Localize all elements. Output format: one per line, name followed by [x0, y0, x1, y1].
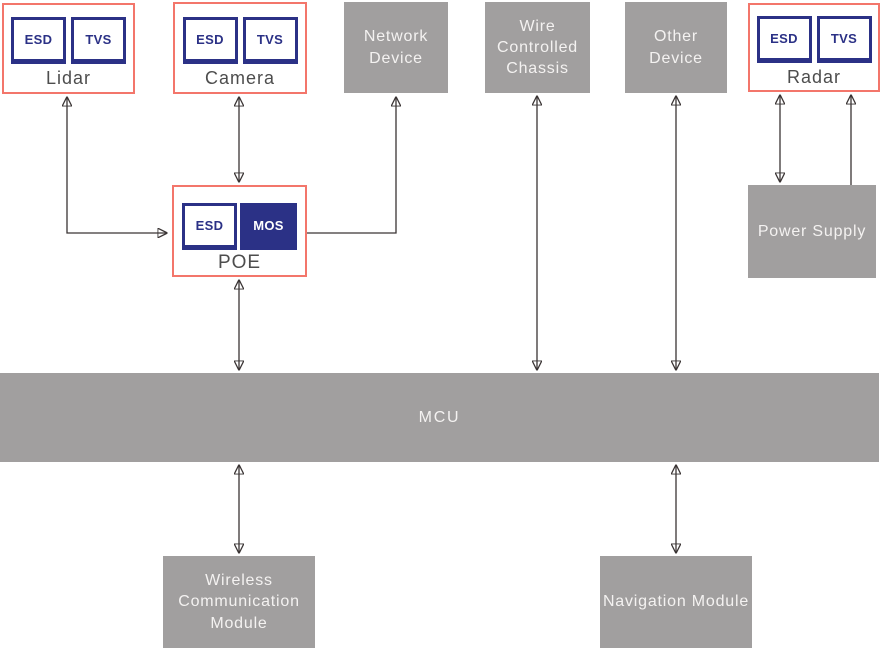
node-label: Lidar: [45, 68, 92, 88]
node-camera: ESD TVS Camera: [173, 2, 307, 94]
node-label: Radar: [786, 67, 842, 87]
tvs-chip: TVS: [242, 17, 298, 64]
node-label: Network Device: [363, 28, 429, 67]
node-label: MCU: [418, 408, 461, 426]
node-mcu: MCU: [0, 373, 879, 462]
node-label: Other Device: [649, 28, 703, 67]
esd-chip: ESD: [756, 16, 812, 63]
node-label: Wire Controlled Chassis: [497, 17, 578, 78]
node-label: Navigation Module: [602, 593, 750, 611]
node-label: Camera: [204, 68, 276, 88]
node-label: POE: [217, 252, 262, 273]
node-wireless-communication-module: Wireless Communication Module: [163, 556, 315, 648]
protection-chips: ESD TVS: [182, 17, 298, 64]
node-label: Wireless Communication Module: [178, 572, 300, 632]
node-wire-controlled-chassis: Wire Controlled Chassis: [485, 2, 590, 93]
tvs-chip: TVS: [816, 16, 872, 63]
esd-chip: ESD: [182, 203, 237, 250]
tvs-chip: TVS: [71, 17, 126, 64]
node-radar: ESD TVS Radar: [748, 3, 880, 92]
connector-poe-network-device: [307, 98, 396, 234]
protection-chips: ESD TVS: [756, 16, 872, 63]
node-other-device: Other Device: [625, 2, 727, 93]
node-label: Power Supply: [757, 222, 867, 240]
protection-chips: ESD TVS: [11, 17, 126, 64]
protection-chips: ESD MOS: [182, 203, 297, 250]
esd-chip: ESD: [11, 17, 66, 64]
mos-chip: MOS: [240, 203, 297, 250]
connector-lidar-poe: [67, 98, 166, 233]
esd-chip: ESD: [182, 17, 238, 64]
node-navigation-module: Navigation Module: [600, 556, 752, 648]
node-power-supply: Power Supply: [748, 185, 876, 278]
node-poe: ESD MOS POE: [172, 185, 307, 277]
node-network-device: Network Device: [344, 2, 448, 93]
node-lidar: ESD TVS Lidar: [2, 3, 135, 94]
